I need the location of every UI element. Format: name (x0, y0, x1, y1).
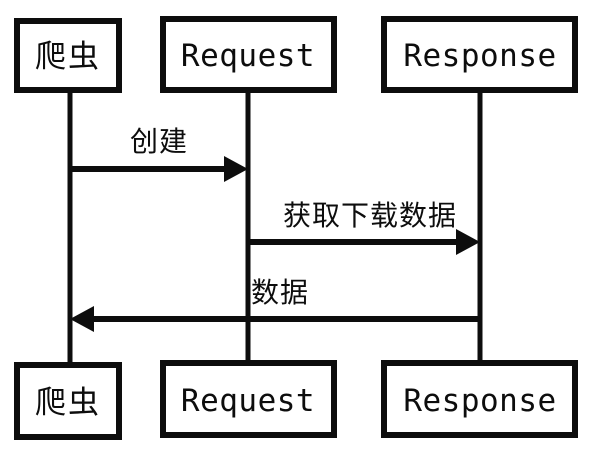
participant-box-request-bottom[interactable]: Request (160, 360, 337, 438)
message-m3[interactable]: 数据 (70, 276, 480, 332)
arrow-head-right-m2 (456, 229, 480, 255)
participant-box-rect (381, 360, 578, 438)
message-m1[interactable]: 创建 (70, 125, 248, 182)
participant-label-response-bottom: Response (403, 383, 556, 419)
message-label-m2: 获取下载数据 (283, 199, 457, 232)
participant-label-request-bottom: Request (181, 383, 315, 419)
participant-box-spider-top[interactable]: 爬虫 (14, 18, 122, 93)
participant-box-rect (14, 362, 122, 440)
participant-label-spider-top: 爬虫 (35, 39, 101, 75)
arrow-head-right-m1 (224, 156, 248, 182)
arrow-head-left-m3 (70, 306, 94, 332)
participant-box-spider-bottom[interactable]: 爬虫 (14, 362, 122, 440)
participant-label-response-top: Response (403, 38, 556, 74)
message-m2[interactable]: 获取下载数据 (248, 199, 480, 255)
participant-box-response-top[interactable]: Response (381, 16, 578, 93)
participant-label-request-top: Request (181, 38, 315, 74)
participant-box-request-top[interactable]: Request (160, 16, 337, 93)
lifelines-group (67, 93, 483, 362)
participant-boxes-bottom: 爬虫 Request Response (14, 360, 578, 440)
participant-boxes-top: 爬虫 Request Response (14, 16, 578, 93)
participant-box-rect (14, 18, 122, 93)
participant-box-rect (160, 16, 337, 93)
message-label-m3: 数据 (251, 276, 309, 309)
participant-box-rect (160, 360, 337, 438)
participant-box-response-bottom[interactable]: Response (381, 360, 578, 438)
participant-label-spider-bottom: 爬虫 (35, 385, 101, 421)
message-label-m1: 创建 (130, 125, 188, 158)
participant-box-rect (381, 16, 578, 93)
